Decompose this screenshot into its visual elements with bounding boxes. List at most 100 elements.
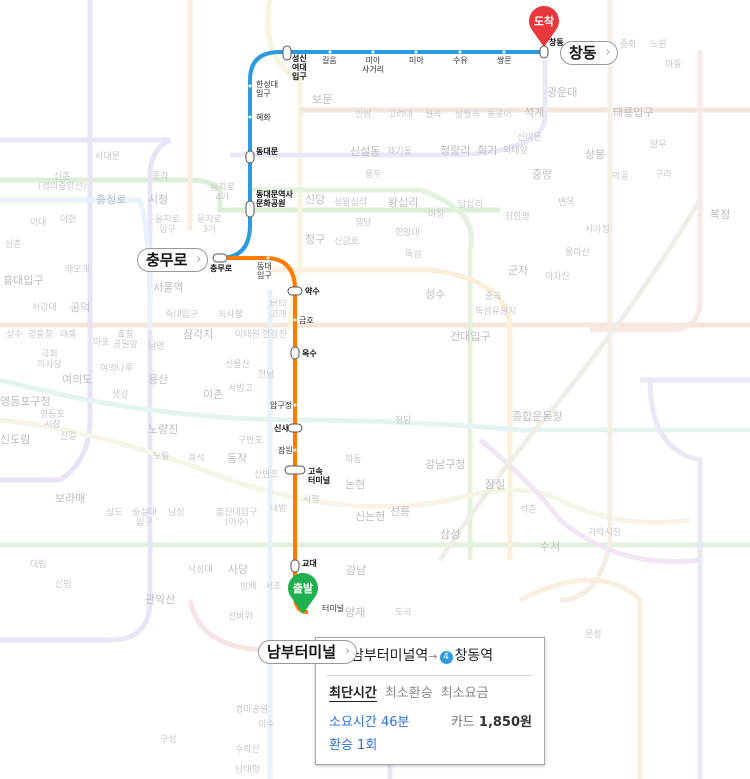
station-label[interactable]: 청량리 (440, 144, 471, 157)
station-label[interactable]: 마포 (93, 338, 110, 348)
station-label[interactable]: 고려대 (388, 110, 413, 120)
station-label[interactable]: 문정 (585, 630, 602, 640)
station-label[interactable]: 구성 (160, 735, 177, 745)
station-label[interactable]: 용산 (148, 373, 169, 386)
station-label[interactable]: 제기동 (387, 147, 412, 157)
station-label[interactable]: 신길 (60, 432, 77, 442)
station-label[interactable]: 종합운동장 (512, 410, 563, 423)
station-oksu[interactable]: 옥수 (302, 349, 317, 358)
station-label[interactable]: 애오개 (65, 265, 90, 275)
station-label[interactable]: 신당 (305, 193, 326, 206)
station-label[interactable]: 여의도 (62, 373, 93, 386)
station-label[interactable]: 동작 (227, 452, 248, 465)
station-label[interactable]: 양재 (345, 606, 366, 619)
station-label[interactable]: 안암 (355, 110, 372, 120)
station-label[interactable]: 노들 (153, 452, 170, 462)
station-label[interactable]: 청구 (305, 233, 326, 246)
station-label[interactable]: 경마공원 (235, 705, 269, 715)
station-label[interactable]: 대흥 (60, 330, 77, 340)
station-label[interactable]: 군자 (508, 264, 529, 277)
station-yaksu[interactable]: 약수 (305, 287, 320, 296)
station-label[interactable]: 상수 (6, 330, 23, 340)
station-label[interactable]: 도곡 (395, 608, 412, 618)
station-label[interactable]: 사당 (228, 563, 249, 576)
station-label[interactable]: 영등포구청 (0, 395, 51, 408)
station-label[interactable]: 장한평 (505, 212, 530, 222)
station-hansung[interactable]: 한성대 입구 (256, 80, 279, 98)
station-label[interactable]: 사가정 (585, 225, 610, 235)
station-label[interactable]: 신금호 (334, 237, 359, 247)
station-label[interactable]: 면목 (558, 198, 575, 208)
tab-min-fare[interactable]: 최소요금 (440, 686, 489, 701)
station-label[interactable]: 행당 (355, 218, 372, 228)
station-label[interactable]: 버티 고개 (270, 300, 287, 320)
station-label[interactable]: 한남 (258, 370, 275, 380)
station-label[interactable]: 숙대입구 (165, 310, 199, 320)
station-label[interactable]: 외대앞 (503, 146, 528, 156)
station-geumho[interactable]: 금호 (299, 316, 314, 325)
end-station-button[interactable]: 창동 › (560, 41, 618, 65)
station-label[interactable]: 선릉 (390, 505, 411, 518)
station-mia[interactable]: 미아 (409, 56, 424, 65)
station-label[interactable]: 가락시장 (588, 528, 622, 538)
start-station-button[interactable]: 남부터미널 › (258, 640, 358, 664)
station-gireum[interactable]: 길음 (322, 56, 337, 65)
station-label[interactable]: 수서 (540, 540, 561, 553)
tab-min-transfer[interactable]: 최소환승 (384, 686, 433, 701)
station-dongdaemun[interactable]: 동대문 (256, 147, 279, 156)
station-label[interactable]: 광운대 (547, 86, 578, 99)
transfer-station-button[interactable]: 충무로 › (137, 248, 209, 272)
station-nambu-terminal[interactable]: 터미널 (322, 604, 345, 613)
station-label[interactable]: 복정 (710, 208, 731, 221)
station-label[interactable]: 총신대입구 (이수) (216, 508, 258, 528)
station-label[interactable]: 낙성대 (188, 565, 213, 575)
station-label[interactable]: 을지로 4가 (210, 183, 235, 203)
station-label[interactable]: 보문 (312, 93, 333, 106)
station-label[interactable]: 신림 (55, 580, 72, 590)
station-ssangmun[interactable]: 쌍문 (497, 56, 512, 65)
station-dongguk[interactable]: 동대 입구 (257, 262, 272, 280)
station-label[interactable]: 영등포 시장 (40, 410, 65, 430)
station-label[interactable]: 이태원 (235, 330, 260, 340)
station-hyehwa[interactable]: 혜화 (256, 113, 271, 122)
station-label[interactable]: 청담 (395, 416, 412, 426)
station-label[interactable]: 신도림 (0, 433, 31, 446)
station-label[interactable]: 관악산 (145, 593, 176, 606)
station-label[interactable]: 남태령 (235, 765, 260, 775)
arrival-pin[interactable]: 도착 (527, 6, 561, 48)
station-label[interactable]: 강남 (346, 564, 367, 577)
station-label[interactable]: 이대 (30, 218, 47, 228)
station-miasageori[interactable]: 미아 사거리 (362, 56, 385, 74)
station-label[interactable]: 상도 (106, 508, 123, 518)
station-label[interactable]: 방배 (240, 582, 257, 592)
station-label[interactable]: 남성 (168, 508, 185, 518)
station-label[interactable]: 남영 (148, 342, 165, 352)
station-label[interactable]: 한강진 (262, 330, 287, 340)
station-label[interactable]: 상왕십리 (334, 198, 368, 208)
station-chungmuro[interactable]: 충무로 (210, 264, 233, 273)
station-label[interactable]: 먹골 (612, 172, 629, 182)
station-label[interactable]: 상봉 (585, 148, 606, 161)
station-label[interactable]: 회기 (477, 144, 498, 157)
station-jamwon[interactable]: 잠원 (278, 446, 293, 455)
station-label[interactable]: 여의나루 (100, 364, 134, 374)
departure-pin[interactable]: 출발 (286, 573, 320, 615)
station-label[interactable]: 사평 (303, 495, 320, 505)
station-label[interactable]: 뚝섬유원지 (475, 307, 517, 317)
station-label[interactable]: 아현 (60, 215, 77, 225)
station-label[interactable]: 왕십리 (388, 196, 419, 209)
station-label[interactable]: 을지로 3가 (197, 215, 222, 235)
station-label[interactable]: 신설동 (350, 145, 381, 158)
station-label[interactable]: 망우 (650, 140, 667, 150)
station-label[interactable]: 신촌 (5, 240, 22, 250)
station-label[interactable]: 뚝섬 (405, 250, 422, 260)
station-label[interactable]: 답십리 (458, 200, 483, 210)
station-label[interactable]: 상월곡 (455, 110, 480, 120)
station-sinsa[interactable]: 신사 (274, 424, 289, 433)
station-label[interactable]: 내방 (270, 504, 287, 514)
station-label[interactable]: 흑석 (188, 454, 205, 464)
station-label[interactable]: 강남구청 (425, 458, 466, 471)
station-label[interactable]: 월곡 (425, 110, 442, 120)
station-label[interactable]: 효창 공원앞 (113, 330, 138, 350)
station-label[interactable]: 녹사평 (218, 310, 243, 320)
